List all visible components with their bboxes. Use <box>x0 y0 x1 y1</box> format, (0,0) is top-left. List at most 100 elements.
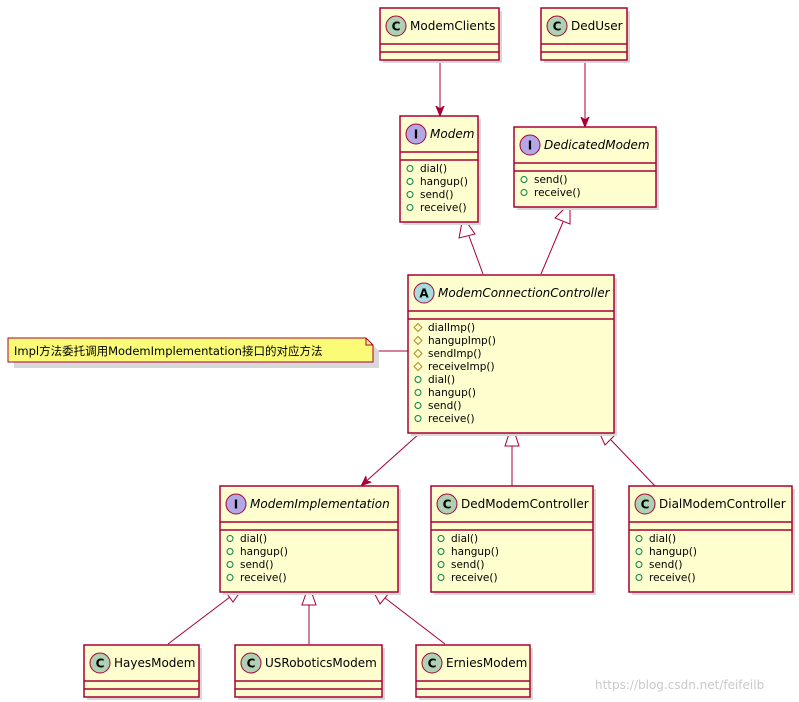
stereotype-letter: I <box>234 498 238 512</box>
method: receiveImp() <box>428 361 495 373</box>
edge-dialmodemcontroller-extends-controller <box>610 439 656 487</box>
stereotype-a-icon <box>413 282 435 304</box>
method: receive() <box>451 572 498 584</box>
method: send() <box>428 400 461 412</box>
public-visibility-icon <box>406 204 414 211</box>
stereotype-letter: C <box>247 657 256 671</box>
method: receive() <box>240 572 287 584</box>
protected-visibility-icon <box>413 361 423 372</box>
edge-erniesmodem-implements <box>384 597 446 645</box>
public-visibility-icon <box>520 176 528 183</box>
stereotype-letter: C <box>553 20 562 34</box>
class-name: DialModemController <box>659 497 786 511</box>
stereotype-c-icon <box>634 493 656 515</box>
edge-controller-implements-modem <box>468 235 484 275</box>
public-visibility-icon <box>406 165 414 172</box>
class-modem-implementation: I ModemImplementation dial()hangup()send()… <box>219 485 401 595</box>
public-visibility-icon <box>437 535 445 542</box>
stereotype-i-icon <box>405 123 427 145</box>
class-name: DedModemController <box>461 497 589 511</box>
method: send() <box>649 559 682 571</box>
public-visibility-icon <box>437 574 445 581</box>
public-visibility-icon <box>437 548 445 555</box>
method: dial() <box>451 533 478 545</box>
class-name: DedUser <box>571 19 623 33</box>
public-visibility-icon <box>635 574 643 581</box>
class-name: HayesModem <box>114 656 196 670</box>
stereotype-c-icon <box>436 493 458 515</box>
class-name: ModemConnectionController <box>438 286 611 300</box>
class-us-robotics-modem: C USRoboticsModem <box>234 644 385 700</box>
public-visibility-icon <box>635 535 643 542</box>
class-modem-clients: C ModemClients <box>379 7 502 63</box>
class-dial-modem-controller: C DialModemController dial()hangup()send()… <box>628 485 795 595</box>
method: receive() <box>649 572 696 584</box>
public-visibility-icon <box>406 191 414 198</box>
public-visibility-icon <box>226 548 234 555</box>
method: dial() <box>420 163 447 175</box>
edge-controller-implements-dedicatedmodem <box>540 221 564 275</box>
stereotype-c-icon <box>240 652 262 674</box>
method: hangup() <box>420 176 468 188</box>
method: dial() <box>428 374 455 386</box>
method: dialImp() <box>428 322 475 334</box>
public-visibility-icon <box>635 548 643 555</box>
stereotype-c-icon <box>89 652 111 674</box>
stereotype-letter: C <box>428 657 437 671</box>
public-visibility-icon <box>226 535 234 542</box>
class-name: ModemImplementation <box>250 497 390 511</box>
method: hangup() <box>428 387 476 399</box>
class-modem: I Modem dial()hangup()send()receive() <box>399 115 481 225</box>
stereotype-letter: C <box>641 498 650 512</box>
public-visibility-icon <box>226 561 234 568</box>
method: hangup() <box>649 546 697 558</box>
method: receive() <box>428 413 475 425</box>
public-visibility-icon <box>226 574 234 581</box>
class-name: DedicatedModem <box>544 138 650 152</box>
method: dial() <box>649 533 676 545</box>
stereotype-c-icon <box>421 652 443 674</box>
class-ded-modem-controller: C DedModemController dial()hangup()send()r… <box>430 485 596 595</box>
class-ernies-modem: C ErniesModem <box>415 644 533 700</box>
class-ded-user: C DedUser <box>540 7 630 63</box>
method: hangupImp() <box>428 335 496 347</box>
public-visibility-icon <box>414 389 422 396</box>
method: send() <box>240 559 273 571</box>
edge-hayesmodem-implements <box>167 596 231 645</box>
stereotype-letter: A <box>419 287 429 301</box>
method: receive() <box>534 187 581 199</box>
method: sendImp() <box>428 348 481 360</box>
watermark: https://blog.csdn.net/feifeilb <box>595 678 764 692</box>
method: send() <box>534 174 567 186</box>
method: hangup() <box>451 546 499 558</box>
class-name: ModemClients <box>410 19 495 33</box>
stereotype-letter: I <box>414 128 418 142</box>
class-name: USRoboticsModem <box>265 656 377 670</box>
method: send() <box>420 189 453 201</box>
method: receive() <box>420 202 467 214</box>
public-visibility-icon <box>406 178 414 185</box>
stereotype-i-icon <box>519 134 541 156</box>
stereotype-c-icon <box>385 15 407 37</box>
method: dial() <box>240 533 267 545</box>
protected-visibility-icon <box>413 335 423 346</box>
public-visibility-icon <box>437 561 445 568</box>
public-visibility-icon <box>414 415 422 422</box>
stereotype-letter: C <box>392 20 401 34</box>
class-name: ErniesModem <box>446 656 527 670</box>
class-name: Modem <box>430 127 474 141</box>
public-visibility-icon <box>414 376 422 383</box>
stereotype-c-icon <box>546 15 568 37</box>
method: hangup() <box>240 546 288 558</box>
method: send() <box>451 559 484 571</box>
note-text: Impl方法委托调用ModemImplementation接口的对应方法 <box>14 344 322 358</box>
stereotype-letter: C <box>443 498 452 512</box>
class-hayes-modem: C HayesModem <box>83 644 202 700</box>
note: Impl方法委托调用ModemImplementation接口的对应方法 <box>7 337 379 368</box>
public-visibility-icon <box>414 402 422 409</box>
stereotype-i-icon <box>225 493 247 515</box>
stereotype-letter: C <box>96 657 105 671</box>
